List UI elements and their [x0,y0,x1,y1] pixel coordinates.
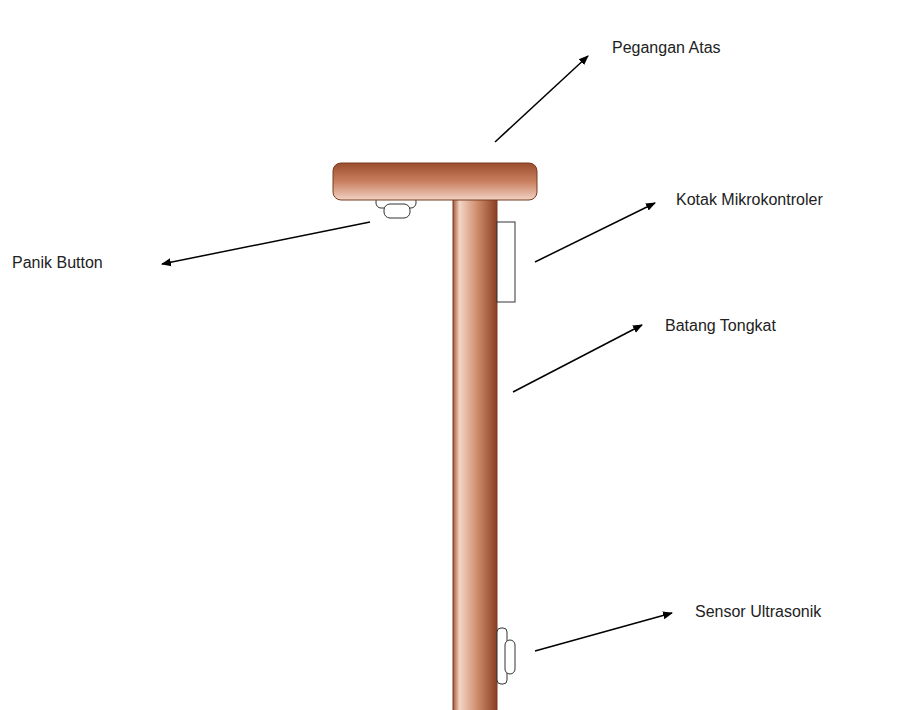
part-label: Kotak Mikrokontroler [676,190,823,209]
part-label: Panik Button [12,253,103,272]
part-label: Sensor Ultrasonik [695,602,821,621]
cane-handle [333,163,537,200]
ultrasonic-sensor [497,628,515,684]
leader-arrow [162,222,370,264]
cane-shaft [453,198,497,710]
leader-arrow [535,203,655,262]
part-label: Pegangan Atas [612,38,721,57]
microcontroller-box [497,222,515,302]
part-label: Batang Tongkat [665,316,776,335]
leader-arrow [535,613,672,651]
leader-arrow [513,325,642,392]
leader-arrow [495,56,588,142]
